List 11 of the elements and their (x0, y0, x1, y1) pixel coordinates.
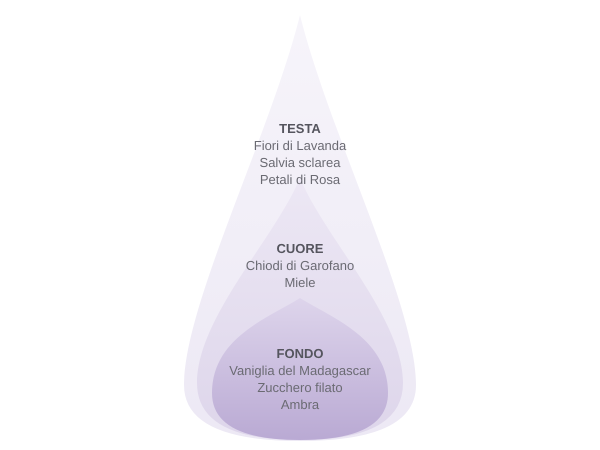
ingredient-text: Fiori di Lavanda (254, 137, 346, 154)
layer-heading: TESTA (279, 120, 321, 137)
ingredient-text: Chiodi di Garofano (246, 257, 354, 274)
layer-heading: FONDO (276, 345, 324, 362)
ingredient-text: Vaniglia del Madagascar (229, 362, 371, 379)
ingredient-text: Zucchero filato (257, 379, 343, 396)
layer-heading: CUORE (276, 240, 324, 257)
ingredient-text: Ambra (280, 396, 320, 413)
ingredient-text: Salvia sclarea (260, 154, 340, 171)
ingredient-text: Miele (284, 274, 316, 291)
ingredient-text: Petali di Rosa (260, 171, 340, 188)
